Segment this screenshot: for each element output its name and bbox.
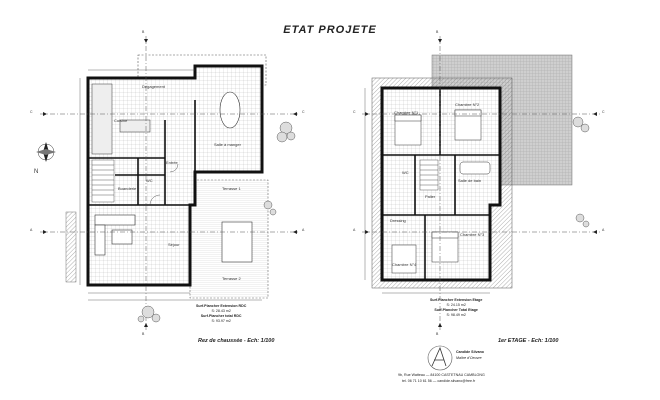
room-label-entree: Entrée <box>166 160 178 165</box>
room-label-wc: WC <box>146 178 153 183</box>
architect-address: 9b, Rue Watteau — 84100 CASTETNAU CAMBLO… <box>398 373 485 377</box>
room-label-salle-manger: Salle à manger <box>214 142 241 147</box>
tree-icon <box>137 121 296 323</box>
section-marker-b-bottom-2: B <box>436 332 439 336</box>
room-label-sdb: Salle de bain <box>458 178 482 183</box>
architect-contact: tel. 06 71 10 61 56 — candide.silvano@fr… <box>402 379 476 383</box>
room-label-chambre1: Chambre N°1 <box>394 110 419 115</box>
north-label: N <box>34 169 39 175</box>
section-marker-c-right-2: C <box>602 110 605 114</box>
caption-etage: 1er ETAGE - Ech: 1/100 <box>498 338 559 344</box>
room-label-sejour: Séjour <box>168 242 180 247</box>
room-label-cuisine: Cuisine <box>114 118 128 123</box>
room-label-buanderie: Buanderie <box>118 186 137 191</box>
room-label-wc-etage: WC <box>402 170 409 175</box>
section-marker-b-top-2: B <box>436 30 439 34</box>
architect-role: Maître d'Oeuvre <box>456 356 482 360</box>
section-marker-b-bottom: B <box>142 332 145 336</box>
architect-logo-icon <box>427 345 453 371</box>
section-marker-b-top: B <box>142 30 145 34</box>
room-label-chambre4: Chambre N°4 <box>392 262 417 267</box>
section-marker-c-right: C <box>302 110 305 114</box>
section-marker-a-left: A <box>30 228 33 232</box>
section-marker-a-right: A <box>302 228 305 232</box>
room-label-terrasse2: Terrasse 2 <box>222 276 241 281</box>
section-marker-c-left: C <box>30 110 33 114</box>
page-title: ETAT PROJETE <box>283 24 377 36</box>
section-marker-c-left-2: C <box>353 110 356 114</box>
outdoor-table <box>221 221 253 263</box>
first-floor-plan <box>362 36 600 330</box>
room-label-palier: Palier <box>425 194 436 199</box>
section-marker-a-right-2: A <box>602 228 605 232</box>
compass-rose-icon <box>36 142 56 162</box>
room-label-dressing: Dressing <box>390 218 406 223</box>
room-label-chambre2: Chambre N°2 <box>455 102 480 107</box>
room-label-chambre3: Chambre N°3 <box>460 232 485 237</box>
surface-etage: Surf.Plancher Extension Etage S: 24.15 m… <box>430 298 483 317</box>
architect-name: Candide Silvano <box>456 350 484 354</box>
room-label-terrasse1: Terrasse 1 <box>222 186 241 191</box>
surface-rdc: Surf.Plancher Extension RDC S: 28.43 m2 … <box>196 304 247 323</box>
ground-floor-plan <box>36 36 300 330</box>
section-marker-a-left-2: A <box>353 228 356 232</box>
caption-rdc: Rez de chaussée - Ech: 1/100 <box>198 338 275 344</box>
room-label-degagement: Dégagement <box>142 84 165 89</box>
